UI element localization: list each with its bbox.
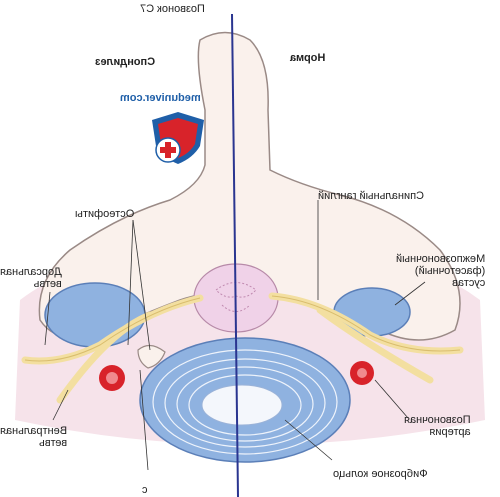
label-bottom-partial: с (142, 484, 148, 496)
watermark: meduniver.com (120, 92, 220, 172)
vertebral-artery-left-lumen (106, 372, 118, 384)
nerve-roots-outline (24, 295, 461, 362)
label-spinal-ganglion: Спинальный ганглий (318, 190, 425, 202)
label-dorsal-branch: Дорсальная ветвь (0, 266, 62, 290)
midline (231, 13, 239, 497)
label-normal: Норма (290, 52, 326, 64)
label-ventral-branch: Вентральная ветвь (0, 425, 68, 449)
watermark-text: meduniver.com (120, 92, 201, 104)
label-spondylosis: Спондилез (95, 56, 156, 68)
nucleus-pulposus (201, 384, 283, 426)
fibrous-ring-lamellae (152, 349, 338, 455)
label-fibrous-ring: Фиброзное кольцо (333, 468, 428, 480)
leader-lines (44, 200, 426, 471)
label-vertebral-artery: Позвоночная артерия (404, 414, 471, 438)
vertebral-artery-right-lumen (357, 368, 367, 378)
osteophytes (137, 344, 166, 369)
label-osteophytes: Остеофиты (75, 208, 135, 220)
label-vertebra: Позвонок С7 (140, 3, 205, 15)
shield-logo-icon (152, 112, 204, 164)
label-facet-joint: Межпозвоночный (фасеточный) сустав (396, 253, 486, 289)
